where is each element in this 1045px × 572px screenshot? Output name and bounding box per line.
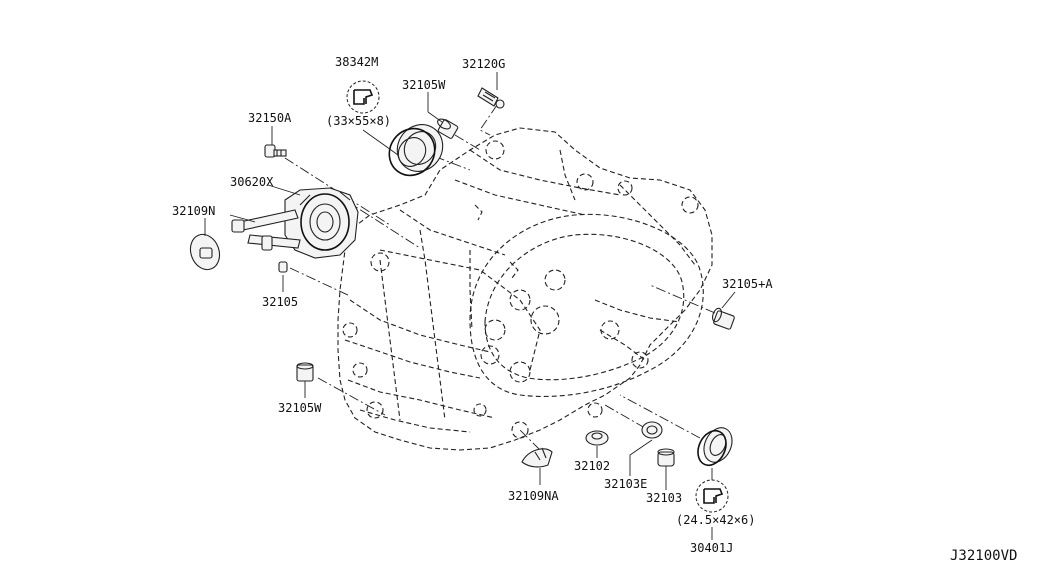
washer-32102[interactable] (585, 430, 609, 446)
release-cylinder-30620X[interactable] (231, 187, 359, 259)
oil-seal-section-callout-bottom (695, 479, 729, 513)
oil-seal-section-icon (703, 488, 724, 504)
bolt-32150A[interactable] (264, 144, 287, 158)
dowel-pin-32105-A[interactable] (711, 307, 735, 330)
oil-seal-38342M[interactable] (380, 116, 452, 185)
label-38342M: 38342M (335, 55, 378, 69)
shield-plate-32109N[interactable] (186, 230, 225, 273)
gasket-32103E[interactable] (641, 421, 663, 439)
label-32105-A: 32105+A (722, 277, 773, 291)
shield-32109NA[interactable] (521, 447, 553, 468)
diagram-reference-code: J32100VD (950, 548, 1017, 564)
plug-32103[interactable] (657, 448, 675, 467)
label-32109NA: 32109NA (508, 489, 559, 503)
dowel-pin-32105W-bottom[interactable] (296, 362, 314, 382)
breather-32120G[interactable] (477, 87, 505, 109)
label-30620X: 30620X (230, 175, 274, 189)
label-38342M-dimensions: (33×55×8) (326, 114, 391, 128)
oil-seal-section-callout-top (346, 80, 380, 114)
pin-32105[interactable] (278, 261, 288, 273)
label-32105: 32105 (262, 295, 298, 309)
transmission-case (337, 127, 713, 451)
oil-seal-30401J[interactable] (693, 423, 738, 470)
label-32103: 32103 (646, 491, 682, 505)
label-30401J: 30401J (690, 541, 733, 555)
label-32102: 32102 (574, 459, 610, 473)
label-32103E: 32103E (604, 477, 647, 491)
label-32150A: 32150A (248, 111, 292, 125)
assembly-lines (284, 104, 716, 451)
label-32109N: 32109N (172, 204, 215, 218)
oil-seal-section-icon (353, 89, 374, 105)
label-32120G: 32120G (462, 57, 505, 71)
label-30401J-dimensions: (24.5×42×6) (676, 513, 755, 527)
label-32105W-top: 32105W (402, 78, 446, 92)
label-32105W-bottom: 32105W (278, 401, 322, 415)
dowel-pin-32105W-top[interactable] (436, 117, 459, 139)
